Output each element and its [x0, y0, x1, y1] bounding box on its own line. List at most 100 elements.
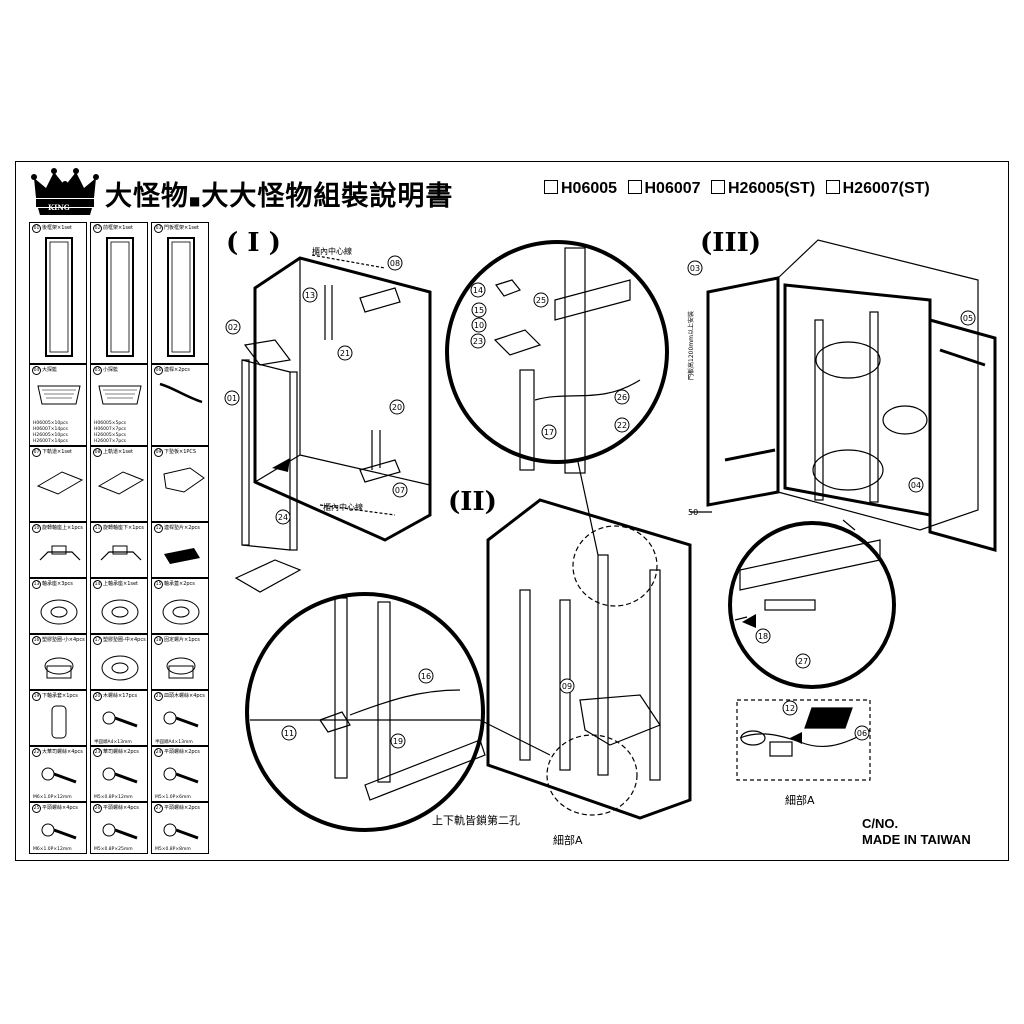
part-number: 16 — [32, 636, 41, 645]
part-sketch-icon — [45, 237, 73, 357]
part-sketch-icon — [101, 599, 139, 625]
part-note: H26005×5pcs — [94, 433, 127, 438]
svg-text:27: 27 — [798, 657, 808, 666]
svg-text:25: 25 — [536, 296, 546, 305]
svg-text:08: 08 — [390, 259, 400, 268]
callout-27: 27 — [795, 653, 811, 669]
checkbox-icon[interactable] — [544, 180, 558, 194]
direction-arrows — [272, 458, 802, 744]
checkbox-icon[interactable] — [627, 180, 642, 194]
part-sketch-icon — [100, 545, 142, 561]
checkbox-icon[interactable] — [825, 180, 840, 194]
svg-text:11: 11 — [284, 729, 294, 738]
part-number: 01 — [32, 224, 41, 233]
callout-01: 01 — [224, 390, 240, 406]
part-number: 08 — [93, 448, 102, 457]
part-note: H06005×5pcs — [94, 421, 127, 426]
svg-text:03: 03 — [690, 264, 700, 273]
callout-09: 09 — [559, 678, 575, 694]
part-number: 12 — [154, 524, 163, 533]
svg-text:12: 12 — [785, 704, 795, 713]
crown-logo-icon — [31, 168, 99, 215]
origin-label: MADE IN TAIWAN — [862, 832, 971, 847]
detail-circle-right — [728, 521, 896, 689]
part-name: 上軌道×1set — [103, 449, 134, 455]
callout-14: 14 — [470, 282, 486, 298]
part-number: 18 — [154, 636, 163, 645]
section-2-heading: (II) — [448, 487, 497, 517]
part-sketch-icon — [97, 471, 145, 495]
callout-15: 15 — [471, 302, 487, 318]
callout-11: 11 — [281, 725, 297, 741]
part-number: 03 — [154, 224, 163, 233]
manual-title: 大怪物■大大怪物組裝說明書 — [105, 181, 454, 212]
svg-text:13: 13 — [305, 291, 315, 300]
callout-25: 25 — [533, 292, 549, 308]
carton-number-label: C/NO. — [862, 816, 899, 831]
part-sketch-icon — [41, 823, 77, 840]
part-name: 平頭螺絲×2pcs — [164, 749, 200, 755]
part-number: 02 — [93, 224, 102, 233]
model-1: H06005 — [561, 180, 618, 197]
part-note: M5×0.8P×25mm — [94, 847, 133, 852]
part-note: H06007×7pcs — [94, 427, 127, 432]
part-note: 半圓頭A4×13mm — [94, 740, 132, 745]
part-number: 27 — [154, 804, 163, 813]
made-in-label: C/NO. MADE IN TAIWAN — [862, 816, 971, 848]
callout-13: 13 — [302, 287, 318, 303]
part-name: 軸承座×3pcs — [42, 581, 73, 587]
svg-text:22: 22 — [617, 421, 627, 430]
part-sketch-icon — [102, 711, 138, 728]
part-number: 26 — [93, 804, 102, 813]
part-name: 門板框架×1set — [164, 225, 200, 231]
part-name: 塑膠墊圈-中×4pcs — [103, 637, 146, 643]
svg-text:06: 06 — [857, 729, 867, 738]
part-name: 旋轉軸座上×1pcs — [42, 525, 83, 531]
svg-text:21: 21 — [340, 349, 350, 358]
detail-circle-top — [445, 240, 669, 464]
part-sketch-icon — [163, 823, 199, 840]
part-name: 旋轉軸座下×1pcs — [103, 525, 144, 531]
callout-21: 21 — [337, 345, 353, 361]
part-note: M6×1.0P×12mm — [33, 795, 72, 800]
part-sketch-icon — [159, 382, 203, 404]
logo-text: KING — [48, 203, 70, 212]
callout-03: 03 — [687, 260, 703, 276]
part-sketch-icon — [102, 767, 138, 784]
callout-19: 19 — [390, 733, 406, 749]
part-number: 06 — [154, 366, 163, 375]
part-sketch-icon — [162, 599, 200, 625]
callout-02: 02 — [225, 319, 241, 335]
callout-20: 20 — [389, 399, 405, 415]
part-note: M5×1.0P×6mm — [155, 795, 191, 800]
part-name: 木螺絲×17pcs — [103, 693, 138, 699]
part-number: 05 — [93, 366, 102, 375]
checkbox-icon[interactable] — [711, 180, 725, 194]
part-number: 14 — [93, 580, 102, 589]
svg-text:26: 26 — [617, 393, 627, 402]
